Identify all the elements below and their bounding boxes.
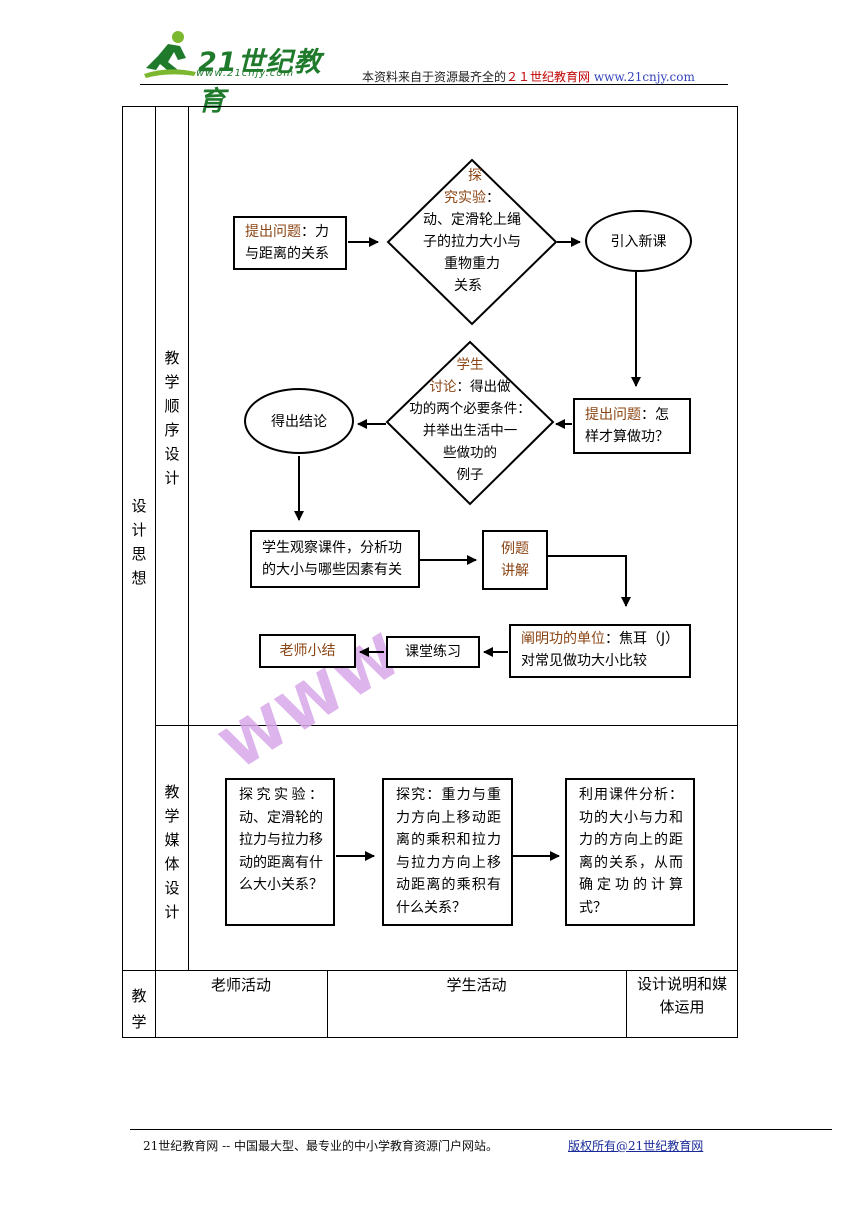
- box-raise-question-force: 提出问题：力与距离的关系: [233, 216, 347, 270]
- student-activity-header: 学生活动: [446, 976, 507, 994]
- diamond-experiment-text: 探 究实验： 动、定滑轮上绳 子的拉力大小与 重物重力 关系: [423, 168, 521, 294]
- media-box-courseware: 利用课件分析：功的大小与力和力的方向上的距离的关系，从而确定功的计算式？: [565, 778, 695, 926]
- design-notes-header: 设计说明和媒体运用: [636, 975, 727, 1016]
- media-box-inquiry: 探究：重力与重力方向上移动距离的乘积和拉力与拉力方向上移动距离的乘积有什么关系？: [382, 778, 513, 926]
- design-idea-label: 设计思想: [131, 497, 147, 587]
- header-tagline: 本资料来自于资源最齐全的２１世纪教育网 www.21cnjy.com: [362, 68, 695, 85]
- tagline-site: ２１世纪教育网: [506, 70, 591, 84]
- logo: 21世纪教育 www.21cnjy.com: [138, 28, 338, 117]
- box-raise-question-work: 提出问题：怎样才算做功？: [573, 398, 691, 454]
- box-teacher-summary: 老师小结: [259, 634, 356, 668]
- diamond-discussion: [385, 340, 555, 506]
- footer-copyright-link[interactable]: 版权所有@21世纪教育网: [568, 1139, 704, 1153]
- ellipse-conclusion: 得出结论: [244, 388, 354, 454]
- header-rule: [140, 84, 728, 85]
- teaching-label: 教学: [131, 987, 147, 1031]
- box1-highlight: 提出问题: [245, 224, 301, 240]
- box-explain-unit: 阐明功的单位：焦耳（J）对常见做功大小比较: [509, 624, 691, 678]
- box1-text: ：力与距离的关系: [245, 224, 329, 262]
- footer-text: 21世纪教育网 -- 中国最大型、最专业的中小学教育资源门户网站。: [143, 1139, 499, 1153]
- teacher-activity-header: 老师活动: [210, 976, 271, 994]
- box-example-explain: 例题 讲解: [482, 530, 548, 590]
- logo-url: www.21cnjy.com: [196, 68, 295, 79]
- diamond-experiment: [386, 158, 558, 326]
- tagline-url[interactable]: www.21cnjy.com: [593, 70, 695, 84]
- box-class-practice: 课堂练习: [386, 636, 480, 668]
- diamond-discussion-text: 学生 讨论：得出做 功的两个必要条件： 并举出生活中一 些做功的 例子: [409, 357, 531, 483]
- teaching-order-label: 教学顺序设计: [164, 349, 180, 487]
- box-observe-courseware: 学生观察课件，分析功的大小与哪些因素有关: [250, 530, 420, 588]
- media-box-experiment: 探究实验：动、定滑轮的拉力与拉力移动的距离有什么大小关系？: [225, 778, 335, 926]
- ellipse-intro-lesson: 引入新课: [585, 210, 692, 272]
- logo-text: 21世纪教育: [198, 47, 322, 117]
- footer-rule: [130, 1129, 832, 1130]
- teaching-media-label: 教学媒体设计: [164, 783, 180, 921]
- runner-icon: [144, 31, 196, 78]
- tagline-prefix: 本资料来自于资源最齐全的: [362, 70, 507, 84]
